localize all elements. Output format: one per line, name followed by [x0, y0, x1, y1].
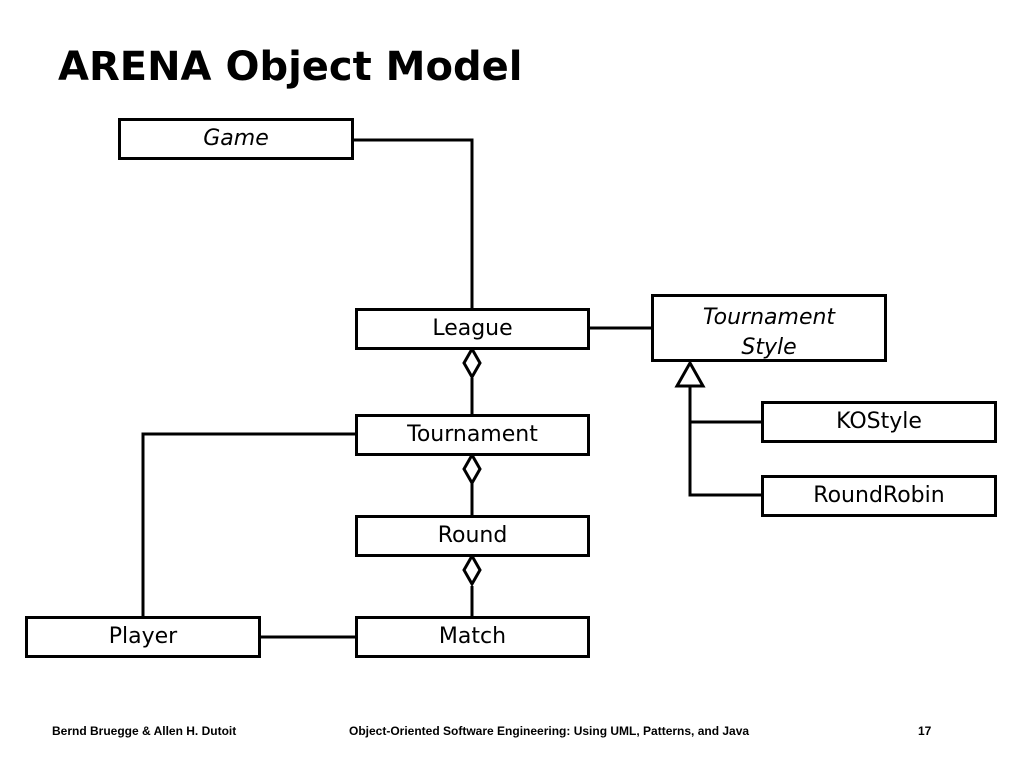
class-match: Match [355, 616, 590, 658]
aggregation-diamond-tournament [462, 451, 482, 487]
class-tournament-style-label-line2: Style [741, 335, 797, 360]
aggregation-diamond-league [462, 345, 482, 381]
generalization-tree [688, 420, 762, 497]
class-round: Round [355, 515, 590, 557]
footer-page-number: 17 [918, 724, 932, 738]
footer-authors: Bernd Bruegge & Allen H. Dutoit [52, 724, 237, 738]
class-game: Game [118, 118, 354, 160]
association-tournament-player [141, 432, 356, 617]
association-game-league [353, 138, 474, 310]
class-kostyle-label: KOStyle [836, 409, 922, 434]
class-player: Player [25, 616, 261, 658]
class-kostyle: KOStyle [761, 401, 997, 443]
aggregation-diamond-round [462, 552, 482, 588]
generalization-triangle [674, 359, 706, 388]
class-league: League [355, 308, 590, 350]
class-tournament-style-label-line1: Tournament [702, 305, 836, 330]
class-round-label: Round [437, 523, 508, 548]
class-player-label: Player [108, 624, 178, 649]
class-match-label: Match [438, 624, 507, 649]
class-tournament: Tournament [355, 414, 590, 456]
footer-book-title: Object-Oriented Software Engineering: Us… [349, 724, 750, 738]
class-tournament-label: Tournament [407, 422, 538, 447]
class-game-label: Game [203, 126, 269, 151]
class-roundrobin-label: RoundRobin [813, 483, 945, 508]
slide-title: ARENA Object Model [58, 44, 523, 90]
class-league-label: League [432, 316, 513, 341]
class-tournament-style: Tournament Style [651, 294, 887, 362]
class-roundrobin: RoundRobin [761, 475, 997, 517]
